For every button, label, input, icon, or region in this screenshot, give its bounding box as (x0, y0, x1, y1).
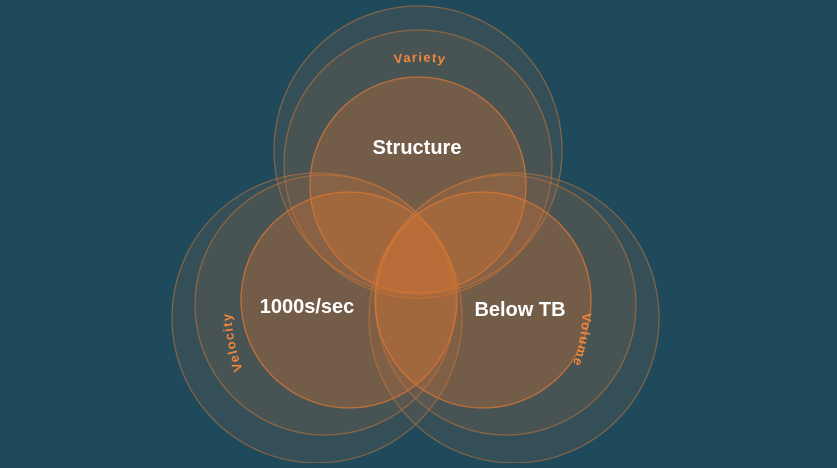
volume-set (368, 172, 660, 464)
variety-core-circle (309, 76, 527, 294)
variety-center-label: Structure (373, 137, 462, 159)
variety-middle-ring (283, 29, 553, 299)
volume-center-label: Below TB (474, 299, 565, 321)
variety-set (273, 5, 563, 299)
variety-arc-label: Variety (393, 50, 446, 67)
velocity-core-circle (240, 191, 458, 409)
volume-middle-ring (375, 174, 637, 436)
velocity-middle-ring (194, 174, 456, 436)
variety-arc-label-text: Variety (393, 50, 447, 67)
volume-core-circle (374, 191, 592, 409)
variety-outer-ring (273, 5, 563, 295)
velocity-center-label: 1000s/sec (260, 296, 355, 318)
